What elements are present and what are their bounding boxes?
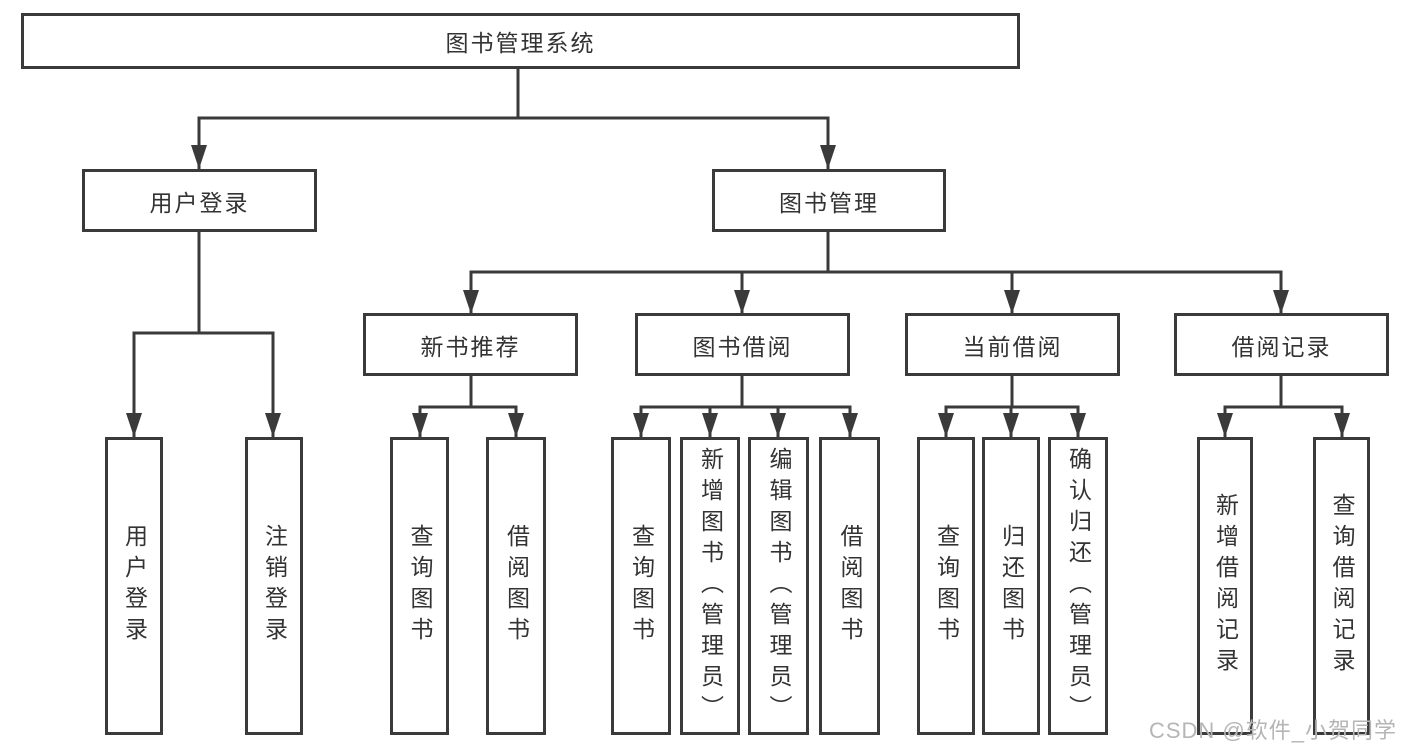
node-br-query-record: 查询借阅记录	[1313, 437, 1370, 735]
node-root: 图书管理系统	[21, 13, 1020, 69]
connector-line	[639, 405, 852, 437]
node-book-borrow: 图书借阅	[635, 313, 850, 376]
arrowhead-icon	[1070, 413, 1086, 437]
node-nbr-query-books: 查询图书	[390, 437, 449, 735]
node-login: 用户登录	[105, 437, 163, 735]
node-new-book-recommend: 新书推荐	[363, 313, 578, 376]
node-borrow-record: 借阅记录	[1174, 313, 1389, 376]
node-cb-confirm-return: 确认归还（管理员）	[1048, 437, 1108, 735]
connector-line	[1223, 405, 1344, 437]
arrowhead-icon	[412, 413, 428, 437]
watermark: CSDN @软件_小贺同学	[1148, 718, 1397, 743]
arrowhead-icon	[1003, 413, 1019, 437]
arrowhead-icon	[1334, 413, 1350, 437]
arrowhead-icon	[126, 413, 142, 437]
node-bb-borrow-books: 借阅图书	[819, 437, 880, 735]
node-bb-edit-books: 编辑图书（管理员）	[748, 437, 809, 735]
connector-line	[197, 116, 830, 169]
arrowhead-icon	[842, 413, 858, 437]
node-current-borrow: 当前借阅	[905, 313, 1120, 376]
node-cb-query-books: 查询图书	[917, 437, 975, 735]
arrowhead-icon	[734, 290, 750, 314]
arrowhead-icon	[938, 413, 954, 437]
arrowhead-icon	[1217, 413, 1233, 437]
arrowhead-icon	[265, 413, 281, 437]
arrowhead-icon	[770, 413, 786, 437]
node-bb-add-books: 新增图书（管理员）	[680, 437, 740, 735]
arrowhead-icon	[702, 413, 718, 437]
arrowhead-icon	[1004, 290, 1020, 314]
node-nbr-borrow-books: 借阅图书	[486, 437, 546, 735]
arrowhead-icon	[508, 413, 524, 437]
arrowhead-icon	[463, 290, 479, 314]
node-user-login: 用户登录	[82, 169, 317, 232]
connector-line	[418, 405, 518, 437]
node-br-add-record: 新增借阅记录	[1197, 437, 1253, 735]
node-bb-query-books: 查询图书	[611, 437, 671, 735]
connector-line	[469, 270, 1283, 314]
arrowhead-icon	[633, 413, 649, 437]
arrowhead-icon	[1273, 290, 1289, 314]
node-cb-return-books: 归还图书	[982, 437, 1040, 735]
connector-line	[132, 331, 275, 437]
node-book-management: 图书管理	[712, 169, 946, 232]
node-logout: 注销登录	[245, 437, 303, 735]
arrowhead-icon	[820, 145, 836, 169]
arrowhead-icon	[191, 145, 207, 169]
